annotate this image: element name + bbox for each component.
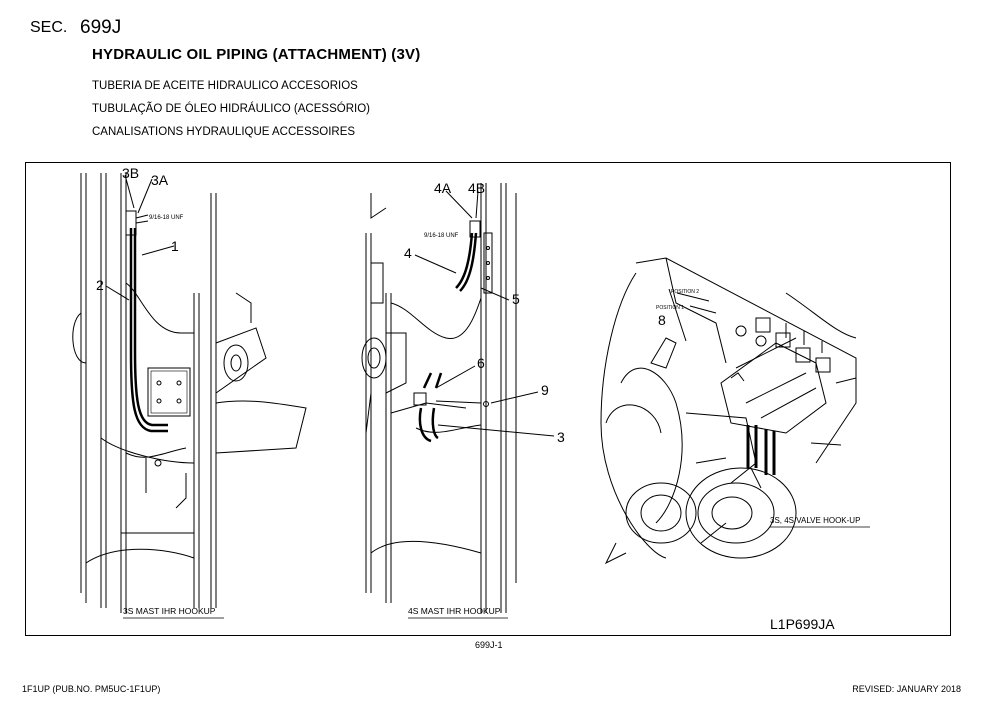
right-valve-drawing [600,257,857,565]
section-label: SEC. [30,19,68,36]
caption-valve-hookup: 3S, 4S VALVE HOOK-UP [770,516,860,525]
callout-1: 1 [171,238,179,254]
subtitle-portuguese: TUBULAÇÃO DE ÓLEO HIDRÁULICO (ACESSÓRIO) [92,103,370,115]
footer-revised: REVISED: JANUARY 2018 [852,684,961,694]
drawing-id: L1P699JA [770,616,835,632]
caption-3s-mast: 3S MAST IHR HOOKUP [123,606,216,616]
middle-mast-drawing [361,183,517,613]
caption-4s-mast: 4S MAST IHR HOOKUP [408,606,501,616]
callout-4b: 4B [468,180,485,196]
figure-frame: 3B 3A 1 2 9/16-18 UNF 4A 4B 4 5 6 9 3 9/… [25,162,951,636]
thread-note-middle: 9/16-18 UNF [424,233,459,239]
callout-3: 3 [557,429,565,445]
parts-diagram: 3B 3A 1 2 9/16-18 UNF 4A 4B 4 5 6 9 3 9/… [72,165,870,632]
callout-4: 4 [404,245,412,261]
callout-5: 5 [512,291,520,307]
thread-note-left: 9/16-18 UNF [149,215,184,221]
footer-publication: 1F1UP (PUB.NO. PM5UC-1F1UP) [22,684,161,694]
callout-6: 6 [477,355,485,371]
subtitle-french: CANALISATIONS HYDRAULIQUE ACCESSOIRES [92,126,356,138]
callout-8: 8 [658,312,666,328]
section-code: 699J [80,17,122,38]
callout-9: 9 [541,382,549,398]
callout-3b: 3B [122,165,139,181]
position-2-label: POSITION 2 [671,289,699,295]
subtitle-spanish: TUBERIA DE ACEITE HIDRAULICO ACCESORIOS [92,80,358,92]
figure-reference: 699J-1 [475,640,503,650]
callout-3a: 3A [151,172,169,188]
callout-2: 2 [96,277,104,293]
position-1-label: POSITION 1 [656,305,684,311]
callout-4a: 4A [434,180,452,196]
page-title: HYDRAULIC OIL PIPING (ATTACHMENT) (3V) [92,46,421,63]
left-mast-drawing [72,173,307,613]
